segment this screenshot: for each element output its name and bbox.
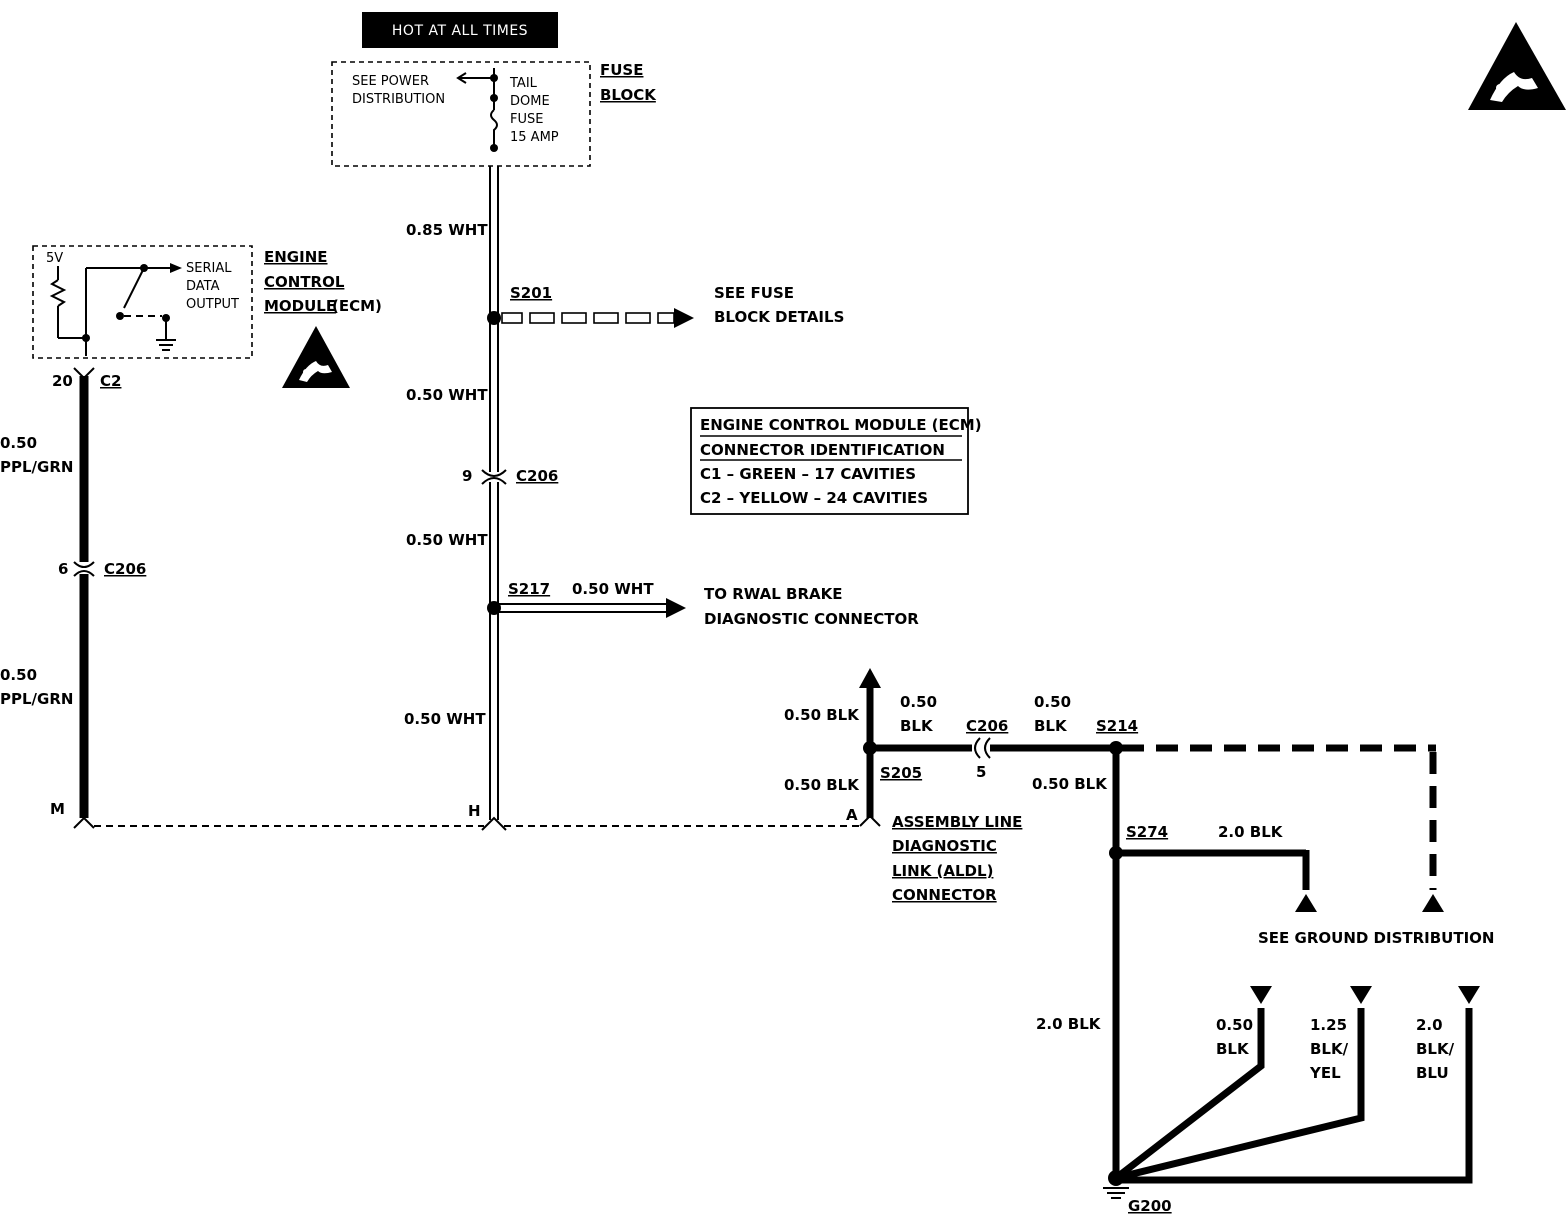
wire-label: BLK/ bbox=[1416, 1040, 1455, 1058]
wire-label: 0.50 WHT bbox=[572, 580, 654, 598]
wire-label: PPL/GRN bbox=[0, 458, 73, 476]
hot-label: HOT AT ALL TIMES bbox=[392, 23, 528, 39]
connector-pin: 9 bbox=[462, 467, 472, 485]
svg-text:DATA: DATA bbox=[186, 279, 220, 294]
wire-label: BLK bbox=[1034, 717, 1068, 735]
svg-text:LINK (ALDL): LINK (ALDL) bbox=[892, 862, 993, 880]
svg-text:ENGINE CONTROL MODULE (ECM): ENGINE CONTROL MODULE (ECM) bbox=[700, 416, 982, 434]
fuse-block: SEE POWER DISTRIBUTION TAIL DOME FUSE 15… bbox=[331, 61, 657, 167]
svg-text:5V: 5V bbox=[46, 251, 63, 266]
wire-label: BLU bbox=[1416, 1064, 1449, 1082]
wire-label: 2.0 BLK bbox=[1036, 1015, 1102, 1033]
wire-label: 0.50 bbox=[1216, 1016, 1253, 1034]
wire-label: 0.50 BLK bbox=[784, 706, 860, 724]
wire-label: 0.50 bbox=[0, 666, 37, 684]
splice-s214 bbox=[1109, 741, 1123, 755]
arrow-right-icon bbox=[666, 598, 686, 618]
svg-text:CONTROL: CONTROL bbox=[264, 273, 345, 291]
wire-label: 0.50 WHT bbox=[404, 710, 486, 728]
connector-pin: 20 bbox=[52, 372, 73, 390]
wire-label: PPL/GRN bbox=[0, 690, 73, 708]
wire-label: 0.85 WHT bbox=[406, 221, 488, 239]
fuse-block-title: FUSE bbox=[600, 61, 643, 79]
wire-label: 2.0 bbox=[1416, 1016, 1443, 1034]
svg-text:C2 – YELLOW – 24 CAVITIES: C2 – YELLOW – 24 CAVITIES bbox=[700, 489, 928, 507]
svg-text:MODULE: MODULE bbox=[264, 297, 336, 315]
wire-label: 0.50 WHT bbox=[406, 386, 488, 404]
aldl-pin: A bbox=[846, 806, 858, 824]
splice-label: S205 bbox=[880, 764, 922, 782]
connector-pin: 6 bbox=[58, 560, 68, 578]
splice-s274 bbox=[1109, 846, 1123, 860]
reference-text: BLOCK DETAILS bbox=[714, 308, 844, 326]
ground-g200 bbox=[1108, 1170, 1124, 1186]
reference-text: SEE GROUND DISTRIBUTION bbox=[1258, 929, 1494, 947]
svg-text:SEE POWER: SEE POWER bbox=[352, 74, 429, 89]
splice-s217 bbox=[487, 601, 501, 615]
ecm-title: ENGINE bbox=[264, 248, 328, 266]
reference-text: TO RWAL BRAKE bbox=[704, 585, 842, 603]
splice-label: S214 bbox=[1096, 717, 1138, 735]
svg-text:(ECM): (ECM) bbox=[332, 297, 382, 315]
aldl-pin: H bbox=[468, 802, 481, 820]
wire-label: 0.50 BLK bbox=[1032, 775, 1108, 793]
blk-ground-wire bbox=[859, 668, 1480, 1199]
dashed-arrow bbox=[501, 308, 694, 328]
svg-text:C1 – GREEN – 17 CAVITIES: C1 – GREEN – 17 CAVITIES bbox=[700, 465, 916, 483]
svg-text:OUTPUT: OUTPUT bbox=[186, 297, 239, 312]
connector-c206: C206 bbox=[966, 717, 1008, 735]
ground-label: G200 bbox=[1128, 1197, 1172, 1215]
connector-pin: 5 bbox=[976, 763, 986, 781]
wire-label: 2.0 BLK bbox=[1218, 823, 1284, 841]
svg-text:FUSE: FUSE bbox=[510, 112, 543, 127]
splice-label: S201 bbox=[510, 284, 552, 302]
ecm-connector-id-box: ENGINE CONTROL MODULE (ECM) CONNECTOR ID… bbox=[690, 407, 982, 515]
svg-text:BLOCK: BLOCK bbox=[600, 86, 657, 104]
wire-label: 0.50 bbox=[900, 693, 937, 711]
reference-text: DIAGNOSTIC CONNECTOR bbox=[704, 610, 919, 628]
svg-text:DIAGNOSTIC: DIAGNOSTIC bbox=[892, 837, 997, 855]
splice-label: S217 bbox=[508, 580, 550, 598]
wire-label: BLK/ bbox=[1310, 1040, 1349, 1058]
svg-text:CONNECTOR IDENTIFICATION: CONNECTOR IDENTIFICATION bbox=[700, 441, 945, 459]
svg-text:SERIAL: SERIAL bbox=[186, 261, 232, 276]
connector-c206: C206 bbox=[104, 560, 146, 578]
reference-text: SEE FUSE bbox=[714, 284, 794, 302]
wire-label: YEL bbox=[1309, 1064, 1341, 1082]
splice-s205 bbox=[863, 741, 877, 755]
wire-label: 0.50 WHT bbox=[406, 531, 488, 549]
ppl-grn-wire bbox=[73, 367, 95, 829]
connector-c2: C2 bbox=[100, 372, 121, 390]
wire-label: 1.25 bbox=[1310, 1016, 1347, 1034]
esd-warning-icon bbox=[1468, 22, 1566, 110]
svg-text:DOME: DOME bbox=[510, 94, 550, 109]
wire-label: 0.50 BLK bbox=[784, 776, 860, 794]
wire-label: 0.50 bbox=[0, 434, 37, 452]
splice-s201 bbox=[487, 311, 501, 325]
wire-label: 0.50 bbox=[1034, 693, 1071, 711]
svg-text:CONNECTOR: CONNECTOR bbox=[892, 886, 997, 904]
esd-warning-icon bbox=[282, 326, 350, 388]
splice-label: S274 bbox=[1126, 823, 1168, 841]
wht-wire bbox=[481, 166, 507, 831]
ecm-module: 5V SERIAL DATA OUTPUT bbox=[32, 245, 253, 359]
svg-text:15 AMP: 15 AMP bbox=[510, 130, 559, 145]
svg-text:TAIL: TAIL bbox=[509, 76, 538, 91]
aldl-pin: M bbox=[50, 800, 65, 818]
aldl-title: ASSEMBLY LINE bbox=[892, 813, 1022, 831]
svg-text:DISTRIBUTION: DISTRIBUTION bbox=[352, 92, 445, 107]
connector-c206: C206 bbox=[516, 467, 558, 485]
hot-at-all-times-banner: HOT AT ALL TIMES bbox=[362, 12, 558, 48]
wire-label: BLK bbox=[900, 717, 934, 735]
wire-label: BLK bbox=[1216, 1040, 1250, 1058]
